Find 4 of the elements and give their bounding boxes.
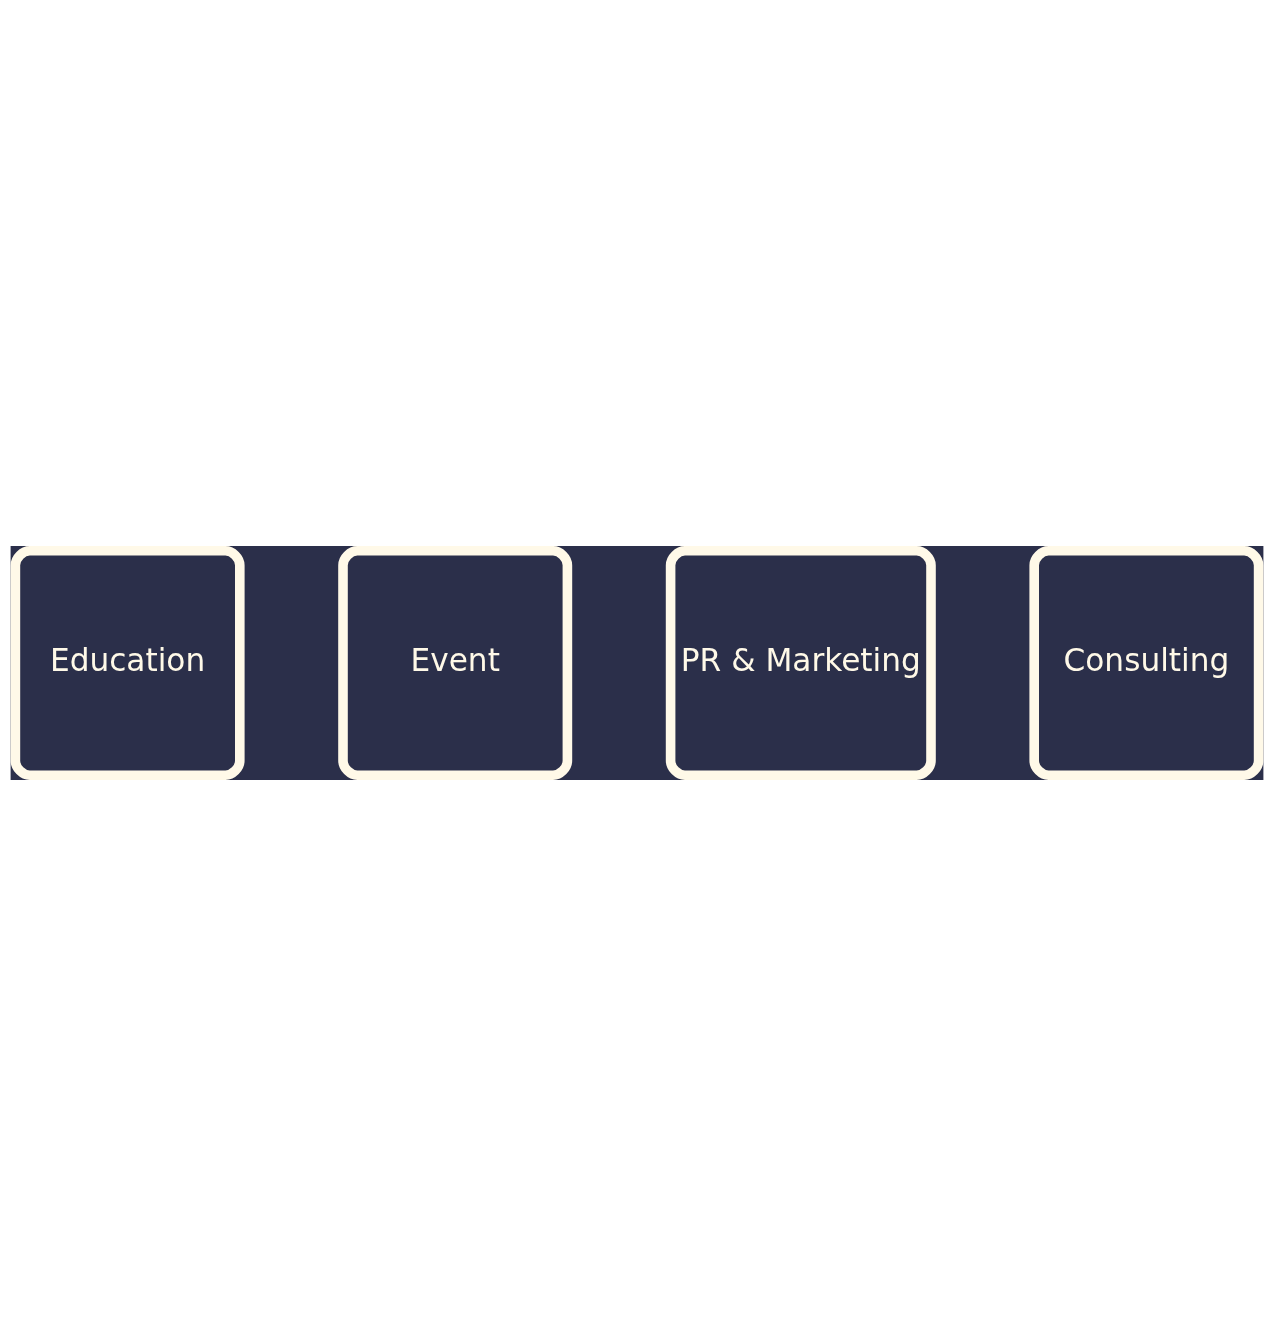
node-box: Consulting	[1029, 545, 1264, 780]
node-box: PR & Marketing	[665, 545, 936, 780]
node-box: Event	[338, 545, 573, 780]
node-box: Education	[10, 545, 245, 780]
